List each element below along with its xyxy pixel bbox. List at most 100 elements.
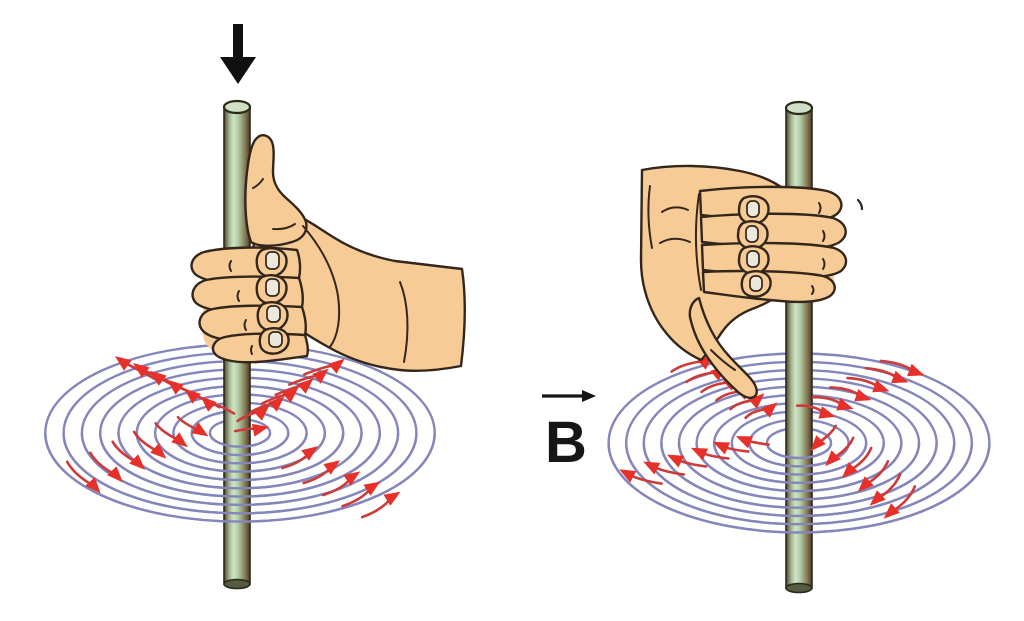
field-arrow-head [690,447,709,461]
field-arrow [236,405,270,423]
thumb-up [244,134,308,247]
field-ring-front [153,432,327,473]
knuckle-crease [822,230,826,242]
field-arrow-head [191,422,209,437]
thumb-down [688,296,758,400]
field-arrow [341,481,381,508]
field-arrow-head [869,490,886,506]
field-ring-front [80,432,400,507]
field-arrow [829,386,872,402]
hand-finger-separation [694,193,702,291]
thumb-crease [710,349,736,371]
field-arrow-head [761,402,778,418]
field-arrow [274,378,314,397]
field-arrow-head [343,471,361,486]
stray-mark [856,198,864,211]
field-arrow-head [107,466,123,483]
field-arrow-head [297,378,314,394]
field-arrow-head [150,443,167,459]
field-arrow [261,387,299,405]
rod-bottom-cap [223,578,251,590]
field-ring-front [765,442,833,460]
field-ring-front [713,442,885,485]
field-arrow [810,424,837,452]
field-arrow-head [854,389,872,402]
field-ring-front [607,442,991,534]
field-arrow-head [891,370,909,384]
hand-grip-thumb-down [639,164,848,400]
knuckle-curve [659,237,691,244]
field-arrow-head [643,461,661,475]
field-arrow-head [667,454,685,468]
field-arrow [302,460,341,485]
field-arrow [795,404,836,419]
vector-arrow-head [582,390,596,402]
field-arrow-head [383,491,401,506]
field-arrow [729,393,765,411]
knuckle-crease [811,285,815,295]
field-arrow [869,472,902,506]
field-arrow-head [171,432,188,448]
current-direction-arrow [220,24,256,84]
field-arrow [841,446,873,479]
field-arrow-head [619,469,637,483]
field-direction-arrows [65,356,401,519]
field-ring-front [695,442,903,493]
field-arrow [846,376,890,393]
field-arrow [65,460,101,494]
field-arrow-head [818,406,836,419]
field-ring-front [730,442,868,476]
rod-top-cap [784,100,814,116]
field-arrow-head [129,454,146,470]
field-arrow [643,461,686,476]
field-arrow [667,454,708,468]
left-diagram-current-down [44,24,467,590]
knuckle-crease [818,202,822,214]
field-ring-front [642,442,956,518]
field-ring-front [135,432,345,482]
field-arrow-head [150,370,167,386]
field-arrow [864,366,909,384]
field-arrow [712,441,750,455]
fingernail [745,225,759,243]
field-arrow-head [810,435,826,452]
rod-top-cap [222,99,252,115]
field-ring-front [62,432,418,515]
field-arrow [249,396,285,414]
conductor-rod [784,100,814,594]
field-arrow-head [712,441,731,455]
b-field-label: B [542,390,596,475]
field-arrow [321,471,361,497]
field-arrow [735,436,770,449]
field-ring-front [190,432,290,457]
field-arrow-head [735,436,754,449]
field-arrow [176,415,209,437]
thenar-crease [302,225,341,348]
field-arrow-head [323,460,341,475]
field-arrow-head [363,481,381,496]
field-arrow [114,356,158,382]
fingernail [265,278,280,297]
knuckle-crease [236,290,240,302]
field-arrow [857,460,890,492]
field-arrow-head [872,379,890,393]
field-arrow-head [836,398,854,411]
field-arrow-head [748,393,765,409]
thumb-web-crease [272,223,296,231]
field-arrow [303,358,345,376]
field-arrow [744,402,778,420]
fingernail [749,275,763,292]
knuckle-curve [661,206,689,213]
field-ring-front [44,432,436,523]
field-arrow-head [167,379,184,395]
field-arrow-head [312,368,329,384]
field-arrow [825,436,855,467]
field-direction-arrows [619,354,925,519]
field-arrow [154,422,188,448]
field-arrow [281,446,319,470]
field-arrow-head [857,476,874,492]
field-arrow [132,430,167,459]
knuckle-crease [250,345,253,355]
